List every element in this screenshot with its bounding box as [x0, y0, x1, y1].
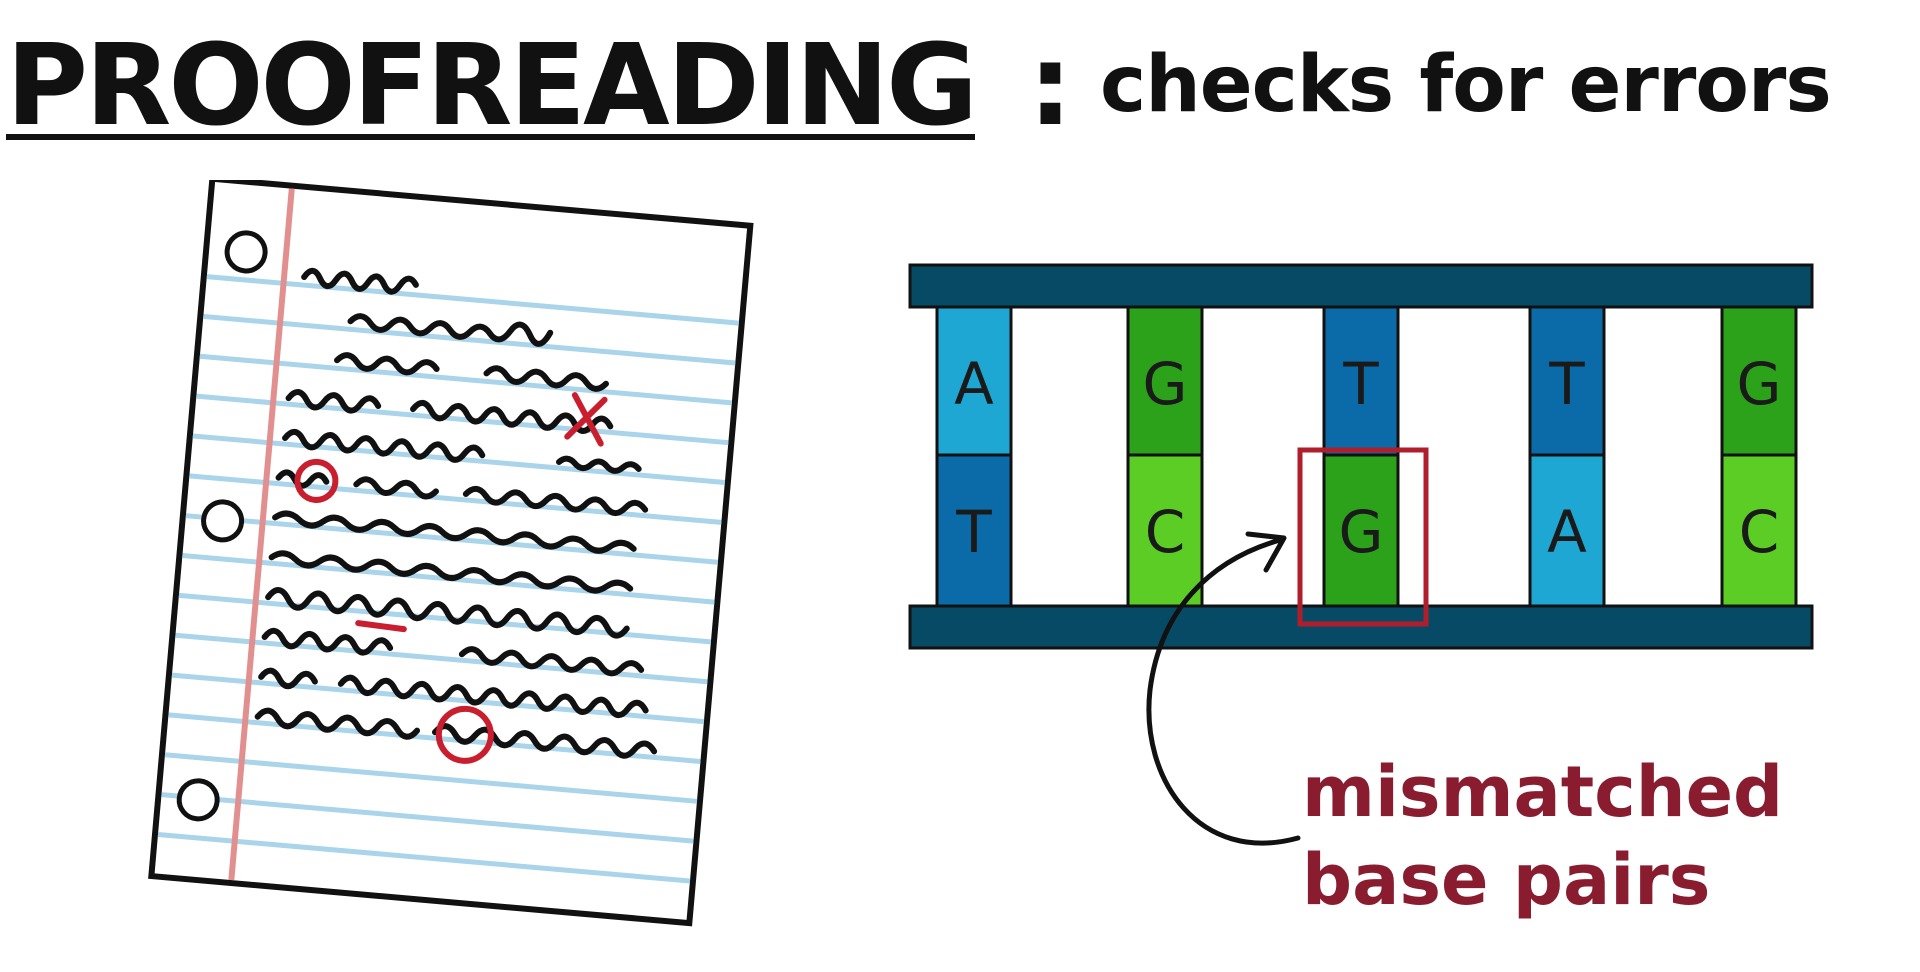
top-base-block: [1722, 307, 1796, 455]
top-base-block: [1324, 307, 1398, 455]
binder-hole-icon: [178, 779, 219, 820]
notebook-paper: [151, 180, 750, 923]
dna-rungs: [937, 307, 1796, 606]
bottom-base-block: [1324, 455, 1398, 606]
binder-hole-icon: [226, 231, 267, 272]
binder-hole-icon: [202, 500, 243, 541]
notebook-page-illustration: [110, 180, 770, 940]
top-base-block: [1128, 307, 1202, 455]
dna-backbone-top: [910, 265, 1812, 307]
bottom-base-block: [937, 455, 1011, 606]
title-subtitle: checks for errors: [1100, 46, 1831, 124]
top-base-block: [1530, 307, 1604, 455]
caption-line-1: mismatched: [1302, 748, 1783, 836]
bottom-base-block: [1722, 455, 1796, 606]
dna-backbone-bottom: [910, 606, 1812, 648]
caption-line-2: base pairs: [1302, 836, 1783, 924]
bottom-base-block: [1530, 455, 1604, 606]
curved-arrow-icon: [1120, 520, 1320, 860]
top-base-block: [937, 307, 1011, 455]
title-bar: PROOFREADING : checks for errors: [0, 0, 1920, 150]
title-colon: :: [1028, 30, 1073, 142]
title-main: PROOFREADING: [6, 30, 975, 142]
mismatch-caption: mismatched base pairs: [1302, 748, 1783, 924]
dna-ladder-diagram: [900, 250, 1830, 670]
